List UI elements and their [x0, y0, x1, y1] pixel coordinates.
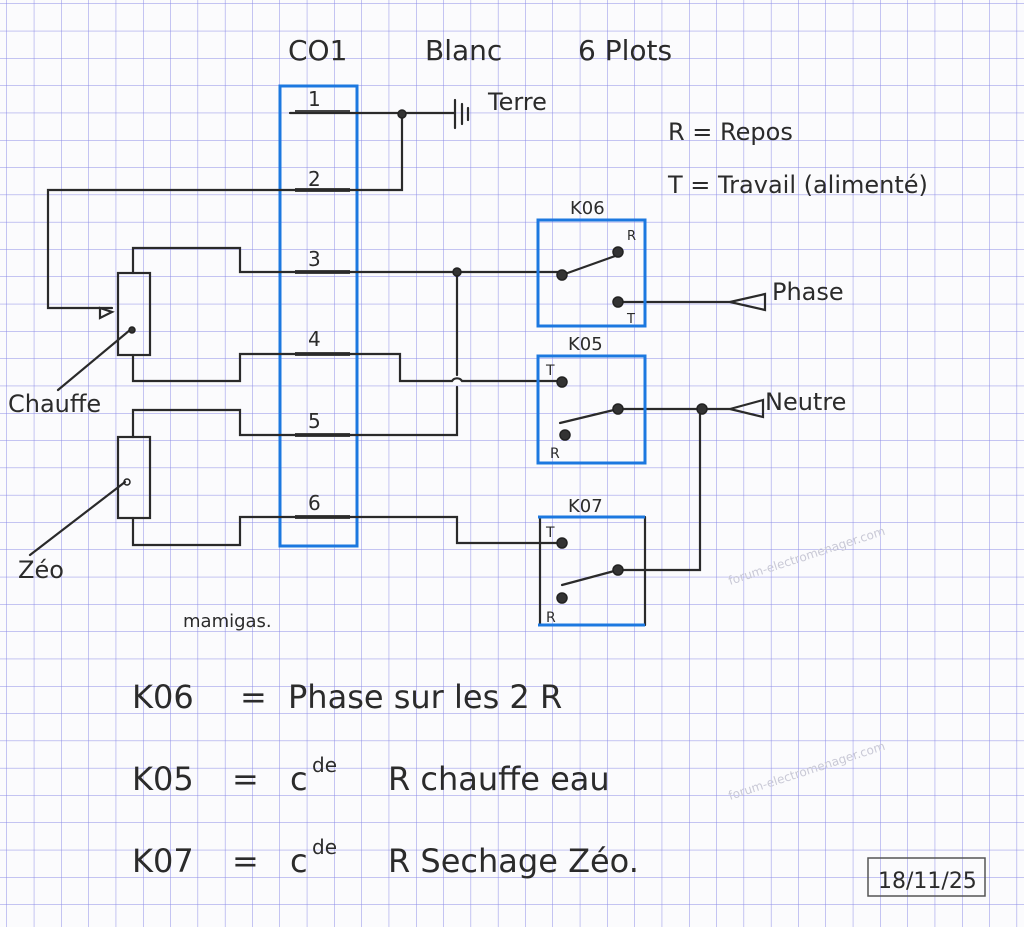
pin-label: 4: [308, 327, 321, 351]
neutral-label: Neutre: [765, 388, 846, 416]
note-k07: K07 = c de R Sechage Zéo.: [132, 835, 639, 880]
phase-label: Phase: [772, 278, 844, 306]
pin-label: 2: [308, 167, 321, 191]
svg-text:=: =: [232, 842, 259, 880]
k07-t-label: T: [545, 525, 555, 541]
relay-k07-label: K07: [568, 496, 603, 517]
date: 18/11/25: [878, 869, 977, 894]
k05-t-label: T: [545, 363, 555, 379]
note-k05: K05 = c de R chauffe eau: [132, 753, 610, 798]
relay-contacts: [397, 109, 708, 604]
note-k06: K06 = Phase sur les 2 R: [132, 678, 562, 716]
phase-arrow-icon: [729, 292, 767, 312]
svg-text:R Sechage Zéo.: R Sechage Zéo.: [388, 842, 639, 880]
relay-k07: [538, 515, 647, 627]
relay-k05: [536, 354, 647, 465]
k07-r-label: R: [546, 610, 556, 626]
legend-rest: R = Repos: [668, 118, 793, 146]
svg-text:=: =: [232, 760, 259, 798]
svg-text:de: de: [312, 835, 337, 859]
connector-color: Blanc: [425, 34, 502, 67]
connector-co1: [278, 84, 359, 548]
pin-label: 6: [308, 491, 321, 515]
wires: [28, 111, 732, 587]
date-box: [867, 857, 986, 897]
connector-plots: 6 Plots: [578, 34, 672, 67]
relay-k05-label: K05: [568, 334, 603, 355]
svg-text:Phase sur les 2 R: Phase sur les 2 R: [288, 678, 562, 716]
svg-text:=: =: [240, 678, 267, 716]
zeo-resistor: [116, 435, 152, 520]
k06-r-label: R: [627, 229, 636, 244]
svg-text:K05: K05: [132, 760, 194, 798]
svg-text:K06: K06: [132, 678, 194, 716]
svg-text:K07: K07: [132, 842, 194, 880]
connector-title: CO1: [288, 34, 347, 67]
ground-label: Terre: [487, 88, 547, 116]
pin-label: 1: [308, 87, 321, 111]
heater-label: Chauffe: [8, 390, 101, 418]
ground-icon: [453, 98, 470, 130]
k06-t-label: T: [626, 312, 635, 327]
neutral-arrow-icon: [729, 398, 765, 419]
pin-label: 3: [308, 247, 321, 271]
heater-wiper: [128, 326, 136, 334]
relay-k06: [536, 218, 647, 328]
svg-text:de: de: [312, 753, 337, 777]
legend-work: T = Travail (alimenté): [667, 171, 928, 199]
zeo-wiper: [123, 478, 131, 486]
relay-k06-label: K06: [570, 198, 605, 219]
svg-text:R chauffe eau: R chauffe eau: [388, 760, 610, 798]
svg-text:c: c: [290, 760, 308, 798]
pin-label: 5: [308, 409, 321, 433]
k05-r-label: R: [550, 446, 560, 462]
svg-text:c: c: [290, 842, 308, 880]
author-signature: mamigas.: [183, 611, 272, 632]
zeo-label: Zéo: [18, 556, 64, 584]
heater-resistor: [116, 271, 152, 357]
